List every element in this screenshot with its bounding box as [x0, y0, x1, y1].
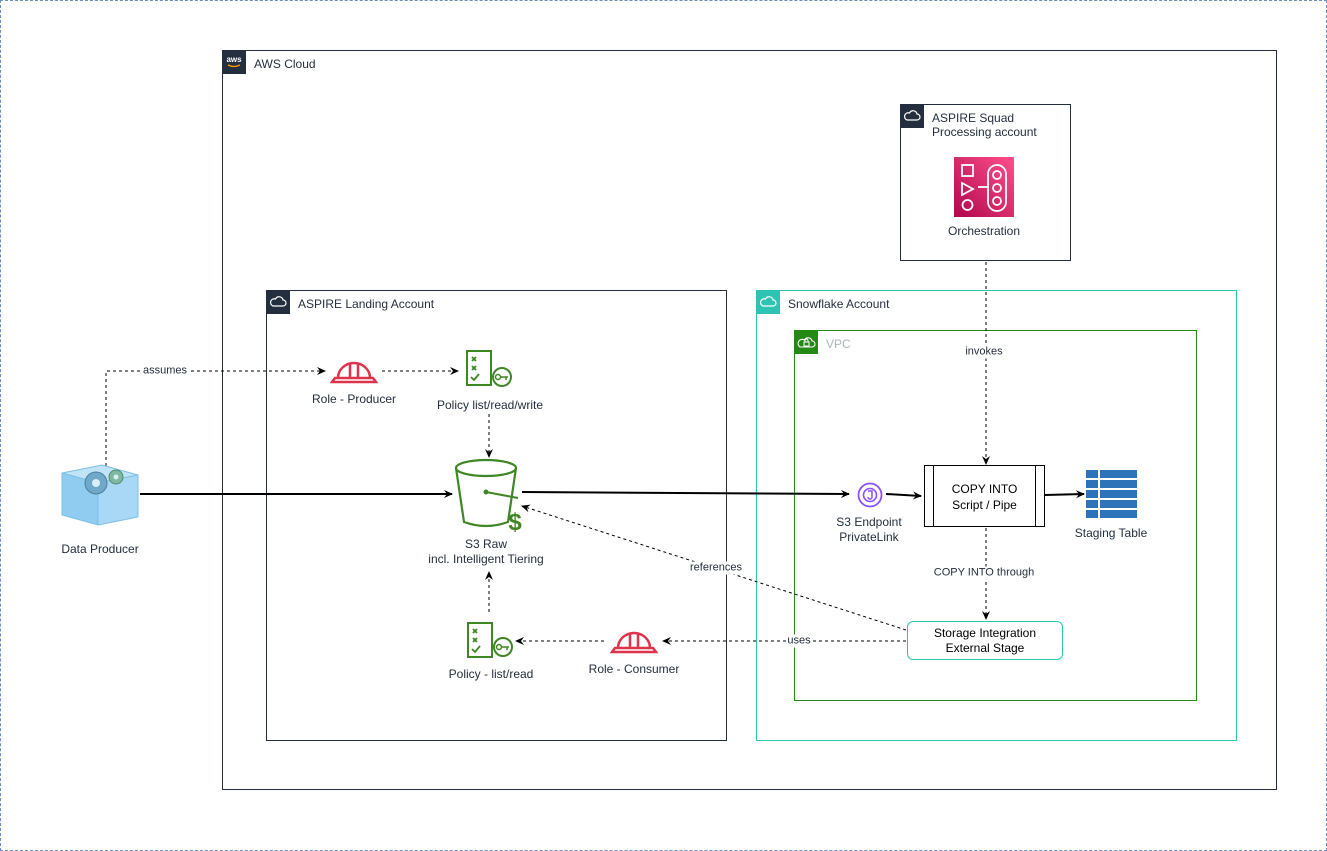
- s3-bucket-icon: $: [454, 458, 522, 534]
- table-icon: [1086, 470, 1137, 518]
- squad-account-title: ASPIRE Squad Processing account: [932, 111, 1037, 139]
- vpc-title: VPC: [826, 337, 851, 351]
- edge-label-uses: uses: [786, 634, 812, 648]
- storage-integration-label: Storage Integration External Stage: [933, 626, 1037, 655]
- vpc-lock-icon: [794, 330, 818, 354]
- copy-into-label: COPY INTO Script / Pipe: [951, 482, 1018, 512]
- squad-account-group: ASPIRE Squad Processing account: [900, 104, 1071, 261]
- aws-cloud-group: aws AWS Cloud: [222, 50, 1277, 790]
- edge-label-references: references: [689, 561, 743, 575]
- storage-integration-node: Storage Integration External Stage: [907, 621, 1063, 660]
- edge-label-invokes: invokes: [964, 345, 1004, 359]
- policy-key-icon: [466, 350, 512, 387]
- vpc-group: VPC: [794, 330, 1197, 701]
- policy-rw-label: Policy list/read/write: [436, 398, 544, 412]
- aws-logo-icon: aws: [222, 50, 246, 74]
- step-functions-icon: [954, 157, 1014, 217]
- edge-label-copy-through: COPY INTO through: [932, 566, 1036, 580]
- hard-hat-icon: [610, 631, 658, 654]
- data-producer-label: Data Producer: [61, 542, 139, 556]
- cloud-icon: [900, 104, 924, 128]
- aws-cloud-title: AWS Cloud: [254, 57, 316, 71]
- svg-text:$: $: [508, 509, 522, 534]
- process-left-bar: [925, 466, 934, 526]
- flow-s3-to-endpoint: [521, 489, 850, 498]
- s3-endpoint-label: S3 Endpoint PrivateLink: [836, 515, 902, 544]
- role-producer-label: Role - Producer: [311, 392, 397, 406]
- cloud-icon: [756, 290, 780, 314]
- edge-assumes: [105, 367, 326, 466]
- landing-account-group: ASPIRE Landing Account: [266, 290, 727, 741]
- landing-account-title: ASPIRE Landing Account: [298, 297, 435, 311]
- role-consumer-label: Role - Consumer: [588, 662, 680, 676]
- data-producer-icon: [61, 464, 139, 526]
- process-right-bar: [1035, 466, 1044, 526]
- snowflake-account-group: Snowflake Account: [756, 290, 1237, 741]
- flow-copy-to-table: [1044, 490, 1085, 499]
- flow-endpoint-to-copy: [885, 491, 922, 500]
- cloud-icon: [266, 290, 290, 314]
- hard-hat-icon: [330, 361, 378, 384]
- s3-raw-label: S3 Raw incl. Intelligent Tiering: [428, 537, 544, 566]
- orchestration-label: Orchestration: [947, 224, 1021, 238]
- snowflake-account-title: Snowflake Account: [788, 297, 890, 311]
- copy-into-process: COPY INTO Script / Pipe: [924, 465, 1045, 527]
- staging-table-label: Staging Table: [1074, 526, 1148, 540]
- privatelink-endpoint-icon: [857, 482, 883, 508]
- svg-text:aws: aws: [226, 55, 242, 64]
- edge-label-assumes: assumes: [141, 364, 189, 378]
- policy-read-label: Policy - list/read: [448, 667, 534, 681]
- edge-references: [521, 504, 907, 631]
- policy-key-icon: [467, 622, 513, 658]
